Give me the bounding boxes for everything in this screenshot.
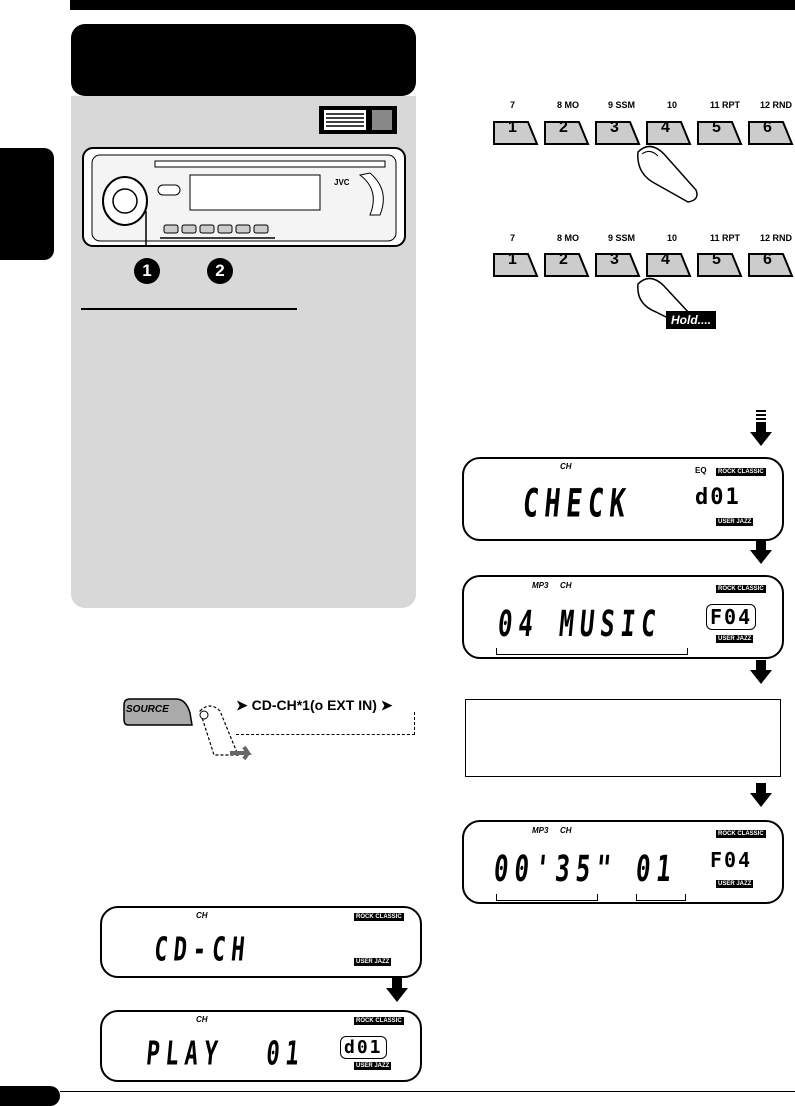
ch-indicator: CH [560, 462, 572, 471]
preset-buttons-hold[interactable] [490, 250, 795, 280]
language-tab [0, 148, 54, 260]
mp3-indicator-2: MP3 [532, 826, 549, 835]
arrow-stem-3 [756, 660, 766, 670]
user-jazz-indicator-3: USER JAZZ [716, 880, 754, 888]
cdch-text: CD-CH [152, 932, 253, 970]
disc-number-box: d01 [340, 1036, 387, 1059]
play-track-text: 01 [264, 1036, 307, 1074]
bracket-time [496, 894, 598, 901]
page-number-tab [0, 1086, 60, 1106]
ch-indicator-5: CH [196, 1015, 208, 1024]
car-stereo-faceplate [82, 147, 406, 247]
dots-1 [756, 410, 766, 412]
eq-indicator: EQ [695, 466, 707, 475]
arrow-stem-2 [756, 540, 766, 550]
arrow-stem [756, 422, 766, 432]
check-text: CHECK [520, 482, 634, 527]
title-box [71, 24, 416, 96]
brand-label: JVC [334, 178, 350, 187]
section-underline [81, 308, 297, 310]
user-jazz-indicator-5: USER JAZZ [354, 1062, 392, 1070]
arrow-stem-4 [756, 783, 766, 793]
down-arrow-icon-5 [386, 988, 408, 1002]
play-text: PLAY [144, 1036, 225, 1074]
folder-name-text: 04 MUSIC [496, 603, 664, 645]
ch-indicator-4: CH [196, 911, 208, 920]
folder-number-box: F04 [706, 604, 757, 630]
rock-classic-indicator-3: ROCK CLASSIC [716, 830, 766, 838]
preset-buttons-top[interactable] [490, 118, 795, 148]
rock-classic-indicator-5: ROCK CLASSIC [354, 1017, 404, 1025]
user-jazz-indicator: USER JAZZ [716, 518, 754, 526]
disc-number: d01 [695, 485, 741, 510]
ch-indicator-3: CH [560, 826, 572, 835]
marker-1-icon: 1 [134, 258, 160, 284]
down-arrow-icon-2 [750, 550, 772, 564]
bottom-rule [60, 1091, 795, 1092]
down-arrow-icon-4 [750, 793, 772, 807]
down-arrow-icon [750, 432, 772, 446]
source-flow: ➤ CD-CH*1(o EXT IN) ➤ [236, 697, 393, 713]
dots-3 [756, 418, 766, 420]
user-jazz-indicator-2: USER JAZZ [716, 635, 754, 643]
elapsed-time-text: 00'35" [492, 848, 619, 890]
user-jazz-indicator-4: USER JAZZ [354, 958, 392, 966]
bracket-folder-name [496, 648, 688, 655]
source-flow-loop [236, 712, 415, 735]
play-disc-number: d01 [344, 1037, 383, 1058]
rock-classic-indicator-2: ROCK CLASSIC [716, 585, 766, 593]
bracket-track [636, 894, 686, 901]
track-number-text: 01 [634, 848, 679, 890]
top-bar [70, 0, 795, 10]
hold-label: Hold.... [666, 311, 716, 329]
folder-number-2: F04 [710, 848, 753, 872]
cd-slot-icon [319, 106, 397, 134]
folder-number: F04 [710, 605, 753, 629]
finger-press-icon [637, 145, 698, 203]
arrow-stem-5 [392, 978, 402, 988]
down-arrow-icon-3 [750, 670, 772, 684]
mp3-indicator: MP3 [532, 581, 549, 590]
ch-indicator-2: CH [560, 581, 572, 590]
info-box [465, 699, 781, 777]
source-button[interactable]: SOURCE [126, 704, 169, 715]
rock-classic-indicator: ROCK CLASSIC [716, 468, 766, 476]
source-button-graphic[interactable] [120, 695, 260, 765]
dots-2 [756, 414, 766, 416]
marker-2-icon: 2 [207, 258, 233, 284]
rock-classic-indicator-4: ROCK CLASSIC [354, 913, 404, 921]
